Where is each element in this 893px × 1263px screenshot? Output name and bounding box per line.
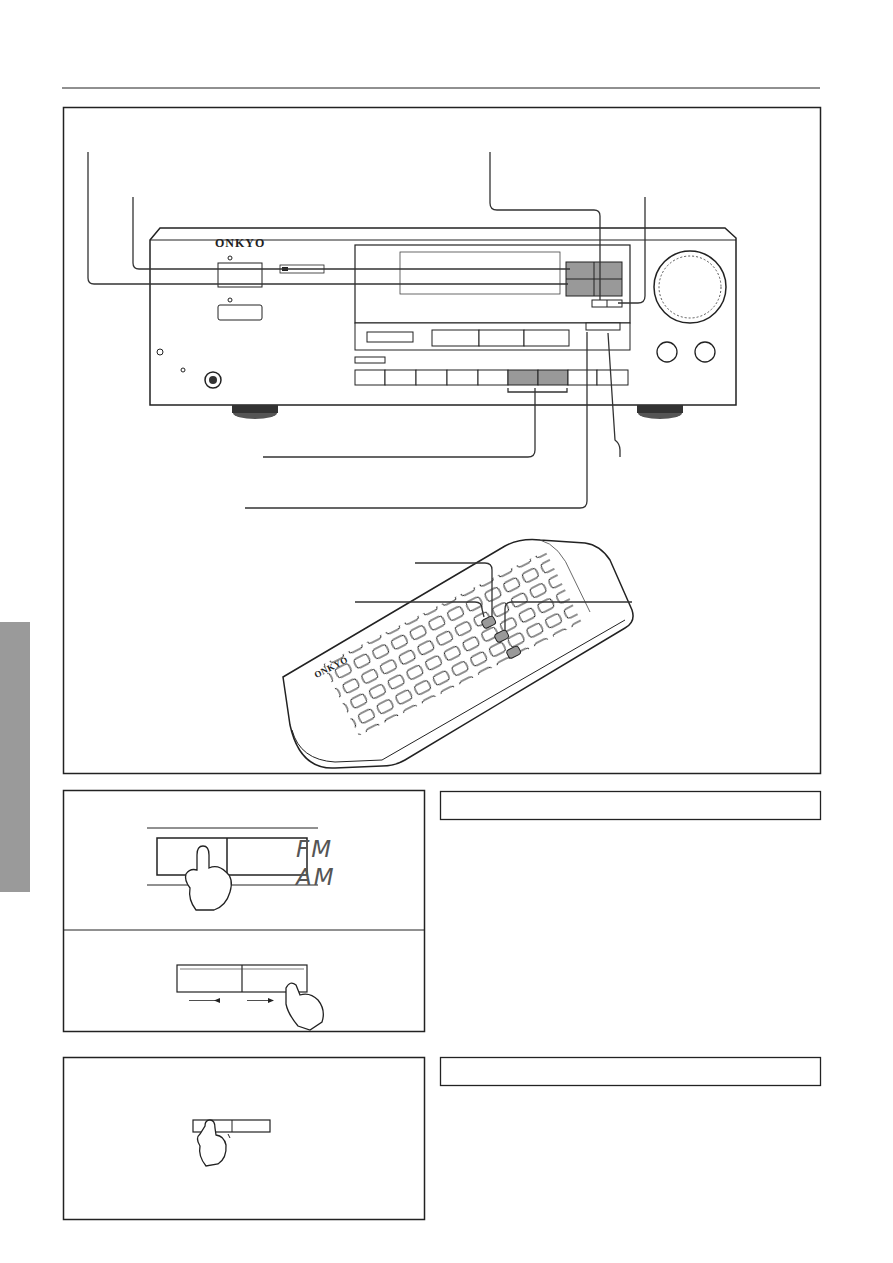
brand-logo: ONKYO xyxy=(215,237,265,249)
display-readout: AM xyxy=(296,866,336,889)
display-readout: FM xyxy=(296,838,333,861)
